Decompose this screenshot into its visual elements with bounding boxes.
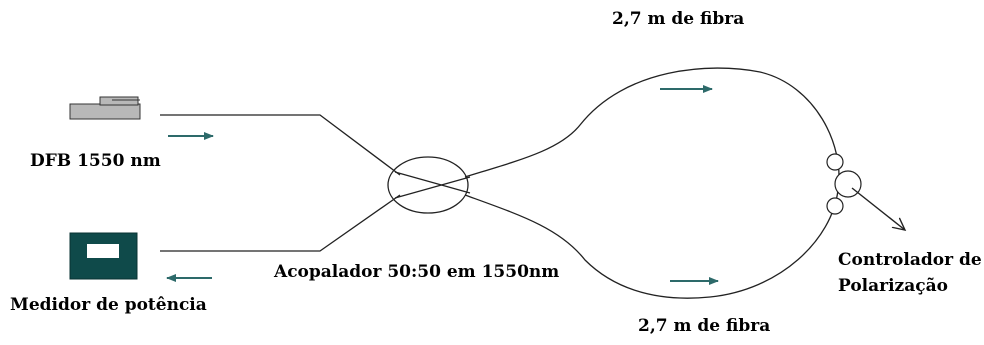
bottom-fiber-label: 2,7 m de fibra xyxy=(638,316,771,336)
polarization-controller-label-line1: Controlador de xyxy=(838,250,982,270)
laser-label: DFB 1550 nm xyxy=(30,151,161,171)
coupler-crossing-2 xyxy=(394,176,471,199)
power-meter-icon xyxy=(69,232,138,280)
output-fiber xyxy=(160,194,401,252)
polarization-controller-label-line2: Polarização xyxy=(838,276,948,296)
meter-screen xyxy=(87,244,119,258)
coupler-crossing-1 xyxy=(394,171,471,194)
top-fiber-label: 2,7 m de fibra xyxy=(612,9,745,29)
polarization-paddles-icon xyxy=(826,153,862,215)
input-fiber xyxy=(160,114,401,176)
laser-source-icon xyxy=(69,96,141,120)
power-meter-label: Medidor de potência xyxy=(10,295,207,315)
coupler-label: Acopalador 50:50 em 1550nm xyxy=(274,262,560,282)
coupler-ellipse xyxy=(387,156,469,214)
controller-pointer-arrow xyxy=(851,187,905,230)
